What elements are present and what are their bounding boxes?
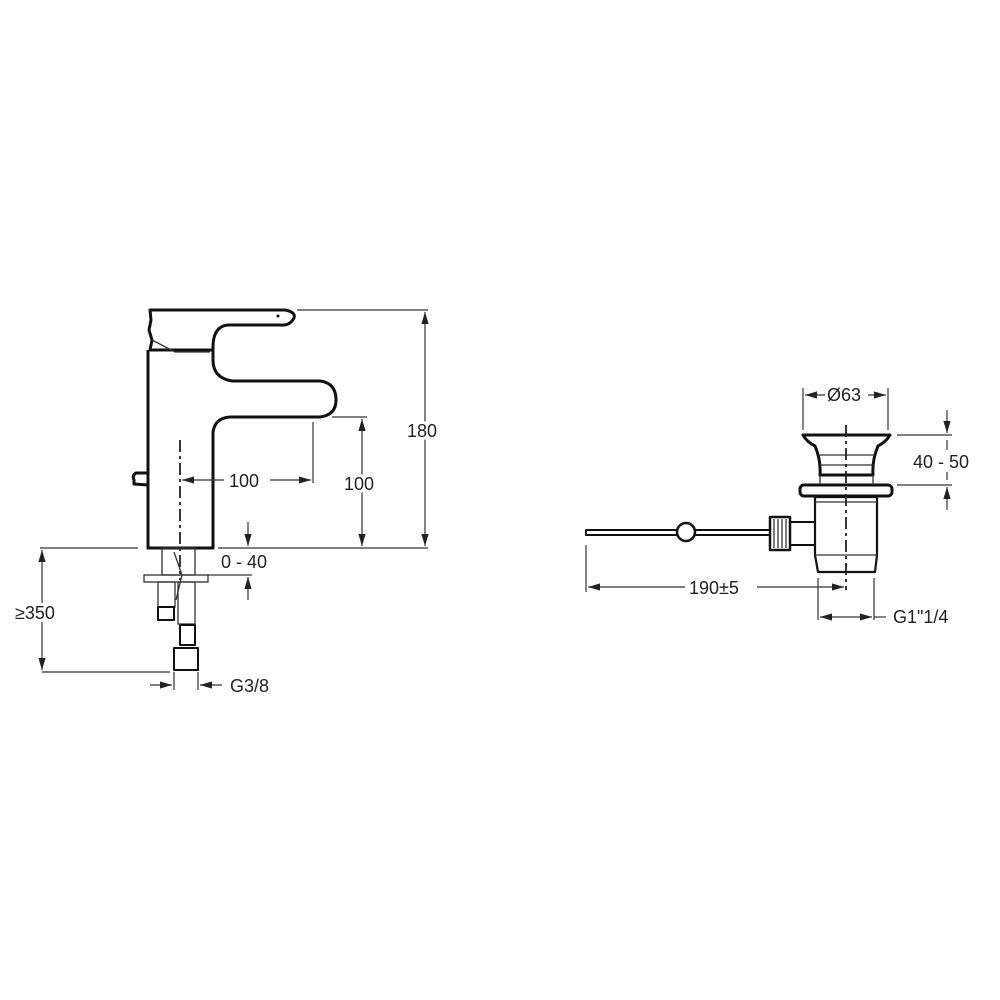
dim-rod-length: 190±5 [689,578,739,598]
faucet-shank [143,547,209,671]
dim-total-height: 180 [407,421,437,441]
faucet-body [146,350,338,550]
dim-spout-height: 100 [344,474,374,494]
dim-spout-reach: 100 [229,471,259,491]
dim-deck-thickness: 0 - 40 [221,552,267,572]
waste-nut [768,515,792,552]
faucet-lever [147,308,296,352]
dim-flange-height: 40 - 50 [913,452,969,472]
dim-waste-diameter: Ø63 [827,385,861,405]
dim-connection-thread: G3/8 [230,676,269,696]
popup-knob-icon [131,471,149,487]
dim-waste-thread: G1"1/4 [893,607,948,627]
faucet-drawing: 180 100 100 0 - 40 ≥350 G3/8 [12,308,440,696]
rod-ball-joint [675,521,697,543]
waste-drawing: Ø63 40 - 50 190±5 G1"1/4 [585,385,969,627]
dim-hose-length: ≥350 [15,603,55,623]
